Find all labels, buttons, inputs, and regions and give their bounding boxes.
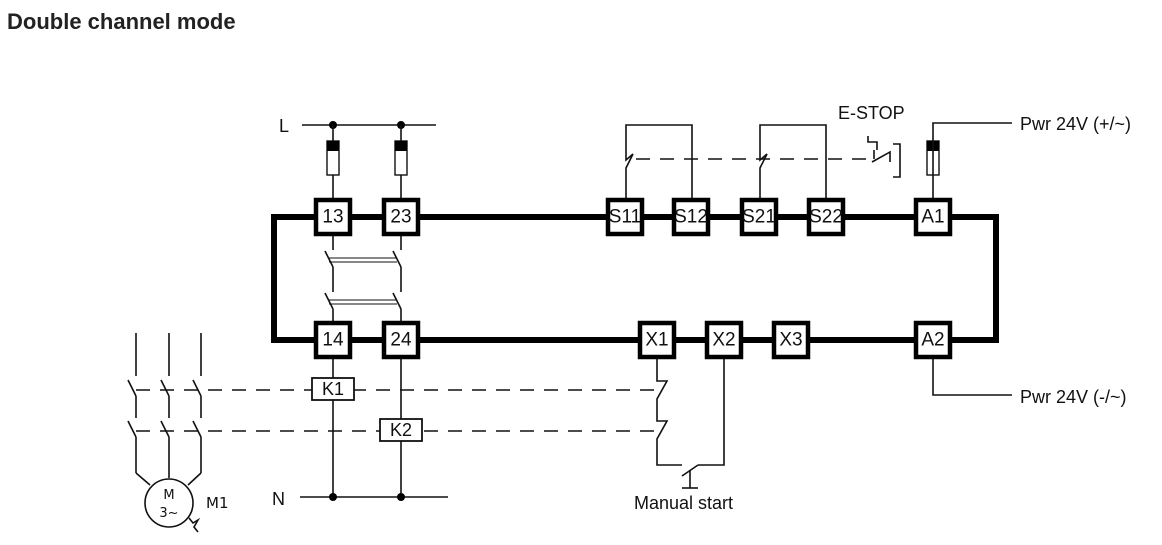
device-bus-right [950,214,999,343]
manual-start-label: Manual start [634,493,733,513]
motor-icon: M 3~ [144,478,201,533]
motor-contactor-contacts [127,333,202,486]
terminal-24: 24 [381,320,421,360]
terminal-s11: S11 [605,197,645,237]
svg-text:A2: A2 [921,330,944,351]
svg-text:A1: A1 [921,207,944,228]
neutral-rail-label: N [272,489,285,509]
fuse-icon [326,140,340,176]
svg-text:K1: K1 [322,379,344,399]
relay-k2: K2 [379,418,423,442]
svg-text:14: 14 [322,330,344,351]
estop-contacts [625,124,870,200]
svg-text:X2: X2 [712,330,735,351]
safety-contacts [324,235,402,322]
svg-text:X1: X1 [645,330,668,351]
terminal-s12: S12 [671,197,711,237]
svg-text:S21: S21 [742,207,776,228]
terminal-x3: X3 [771,320,811,360]
line-rail-label: L [279,116,289,136]
svg-text:M: M [163,488,174,503]
terminal-x1: X1 [637,320,677,360]
terminal-s21: S21 [739,197,779,237]
terminal-x2: X2 [704,320,744,360]
motor-label: M1 [206,494,229,512]
terminal-13: 13 [313,197,353,237]
wire [932,122,1012,200]
terminal-a2: A2 [913,320,953,360]
wire [932,357,1012,396]
power-positive-label: Pwr 24V (+/~) [1020,114,1131,134]
junction-dot [397,493,405,501]
terminal-s22: S22 [806,197,846,237]
svg-text:X3: X3 [779,330,802,351]
svg-text:S22: S22 [809,207,843,228]
estop-label: E-STOP [838,103,905,123]
svg-text:23: 23 [390,207,411,228]
svg-text:3~: 3~ [159,506,178,521]
device-bus-left [271,214,316,343]
manual-start-button-icon[interactable] [682,471,698,489]
estop-button-icon [867,136,901,178]
svg-text:13: 13 [322,207,343,228]
feedback-contacts [656,357,725,477]
svg-text:S12: S12 [674,207,708,228]
terminal-23: 23 [381,197,421,237]
diagram-title: Double channel mode [7,9,236,34]
relay-k1: K1 [311,377,355,401]
terminal-14: 14 [313,320,353,360]
power-negative-label: Pwr 24V (-/~) [1020,387,1127,407]
svg-text:K2: K2 [390,420,412,440]
svg-text:S11: S11 [609,207,641,228]
junction-dot [329,493,337,501]
terminal-a1: A1 [913,197,953,237]
svg-text:24: 24 [390,330,412,351]
fuse-icon [394,140,408,176]
